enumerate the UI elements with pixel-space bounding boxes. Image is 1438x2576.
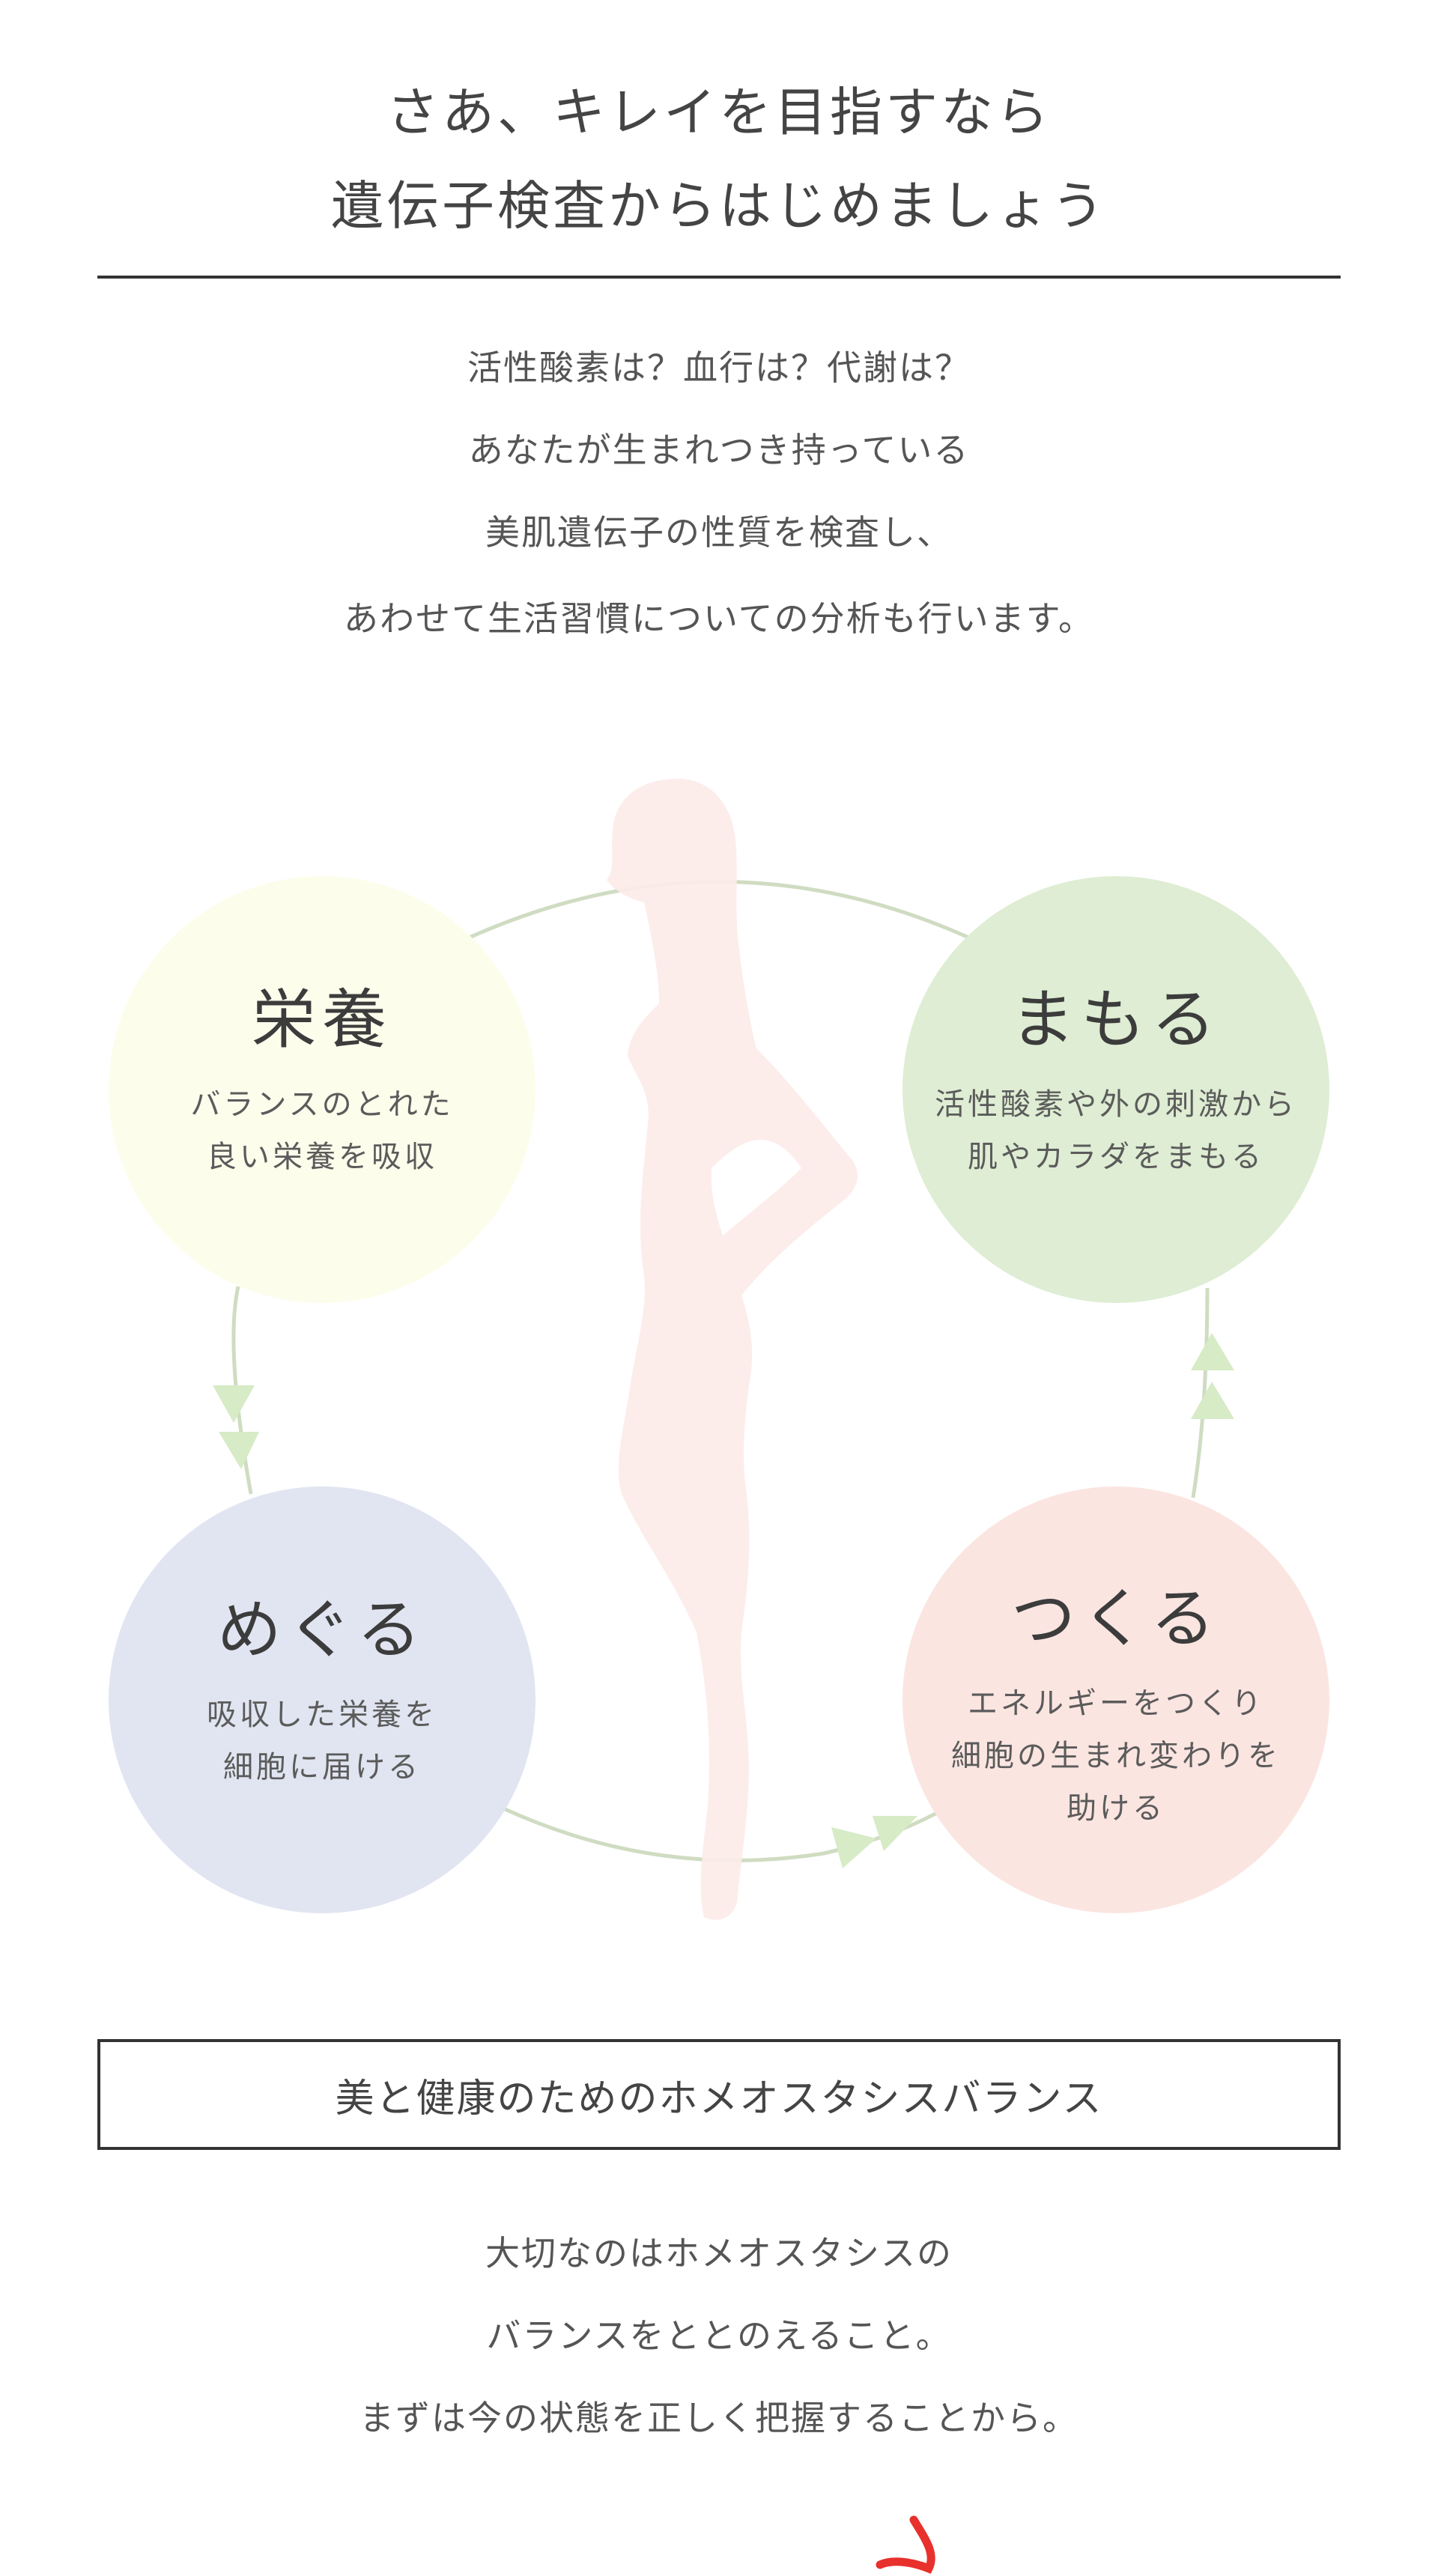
arrow-down-icon	[213, 1385, 255, 1423]
closing-line: バランスをととのえること。	[486, 2315, 952, 2356]
homeostasis-cycle-diagram: 栄養 バランスのとれた 良い栄養を吸収 まもる 活性酸素や外の刺激から 肌やカラ…	[0, 749, 1438, 1984]
circle-desc: 吸収した栄養を	[207, 1697, 437, 1732]
circle-desc: 良い栄養を吸収	[207, 1139, 437, 1174]
circle-circulate: めぐる 吸収した栄養を 細胞に届ける	[109, 1486, 536, 1913]
circle-desc: 肌やカラダをまもる	[968, 1139, 1264, 1174]
intro-line: 活性酸素は？血行は？代謝は？	[467, 347, 971, 388]
circle-desc: バランスのとれた	[190, 1087, 454, 1122]
circle-title: 栄養	[252, 982, 392, 1057]
circle-create: つくる エネルギーをつくり 細胞の生まれ変わりを 助ける	[902, 1486, 1329, 1913]
heading-divider	[97, 276, 1341, 279]
connector-top	[463, 880, 975, 942]
homeostasis-balance-label: 美と健康のためのホメオスタシスバランス	[97, 2039, 1341, 2150]
closing-line: 大切なのはホメオスタシスの	[485, 2233, 953, 2273]
circle-title: つくる	[1010, 1581, 1222, 1656]
circle-nutrition: 栄養 バランスのとれた 良い栄養を吸収	[109, 876, 536, 1303]
intro-line: あなたが生まれつき持っている	[468, 430, 970, 470]
arrow-up-icon	[1191, 1382, 1234, 1419]
arrow-up-icon	[1191, 1333, 1234, 1370]
circle-desc: 細胞に届ける	[223, 1749, 421, 1784]
heading-line-2: 遺伝子検査からはじめましょう	[331, 175, 1107, 237]
circle-protect: まもる 活性酸素や外の刺激から 肌やカラダをまもる	[902, 876, 1329, 1303]
circle-desc: エネルギーをつくり	[968, 1686, 1264, 1721]
arrow-right-icon	[873, 1816, 917, 1851]
circle-desc: 細胞の生まれ変わりを	[951, 1738, 1281, 1773]
arrow-right-icon	[831, 1827, 876, 1868]
connector-right	[1191, 1287, 1210, 1498]
intro-line: 美肌遺伝子の性質を検査し、	[485, 512, 953, 553]
arrow-down-icon	[219, 1432, 259, 1469]
intro-line: あわせて生活習慣についての分析も行います。	[343, 598, 1095, 639]
closing-line: まずは今の状態を正しく把握することから。	[360, 2398, 1078, 2438]
circle-desc: 活性酸素や外の刺激から	[935, 1087, 1297, 1122]
heading-line-1: さあ、キレイを目指すなら	[386, 82, 1052, 143]
circle-title: まもる	[1010, 982, 1222, 1057]
circle-desc: 助ける	[1067, 1790, 1165, 1826]
circle-title: めぐる	[216, 1592, 428, 1668]
